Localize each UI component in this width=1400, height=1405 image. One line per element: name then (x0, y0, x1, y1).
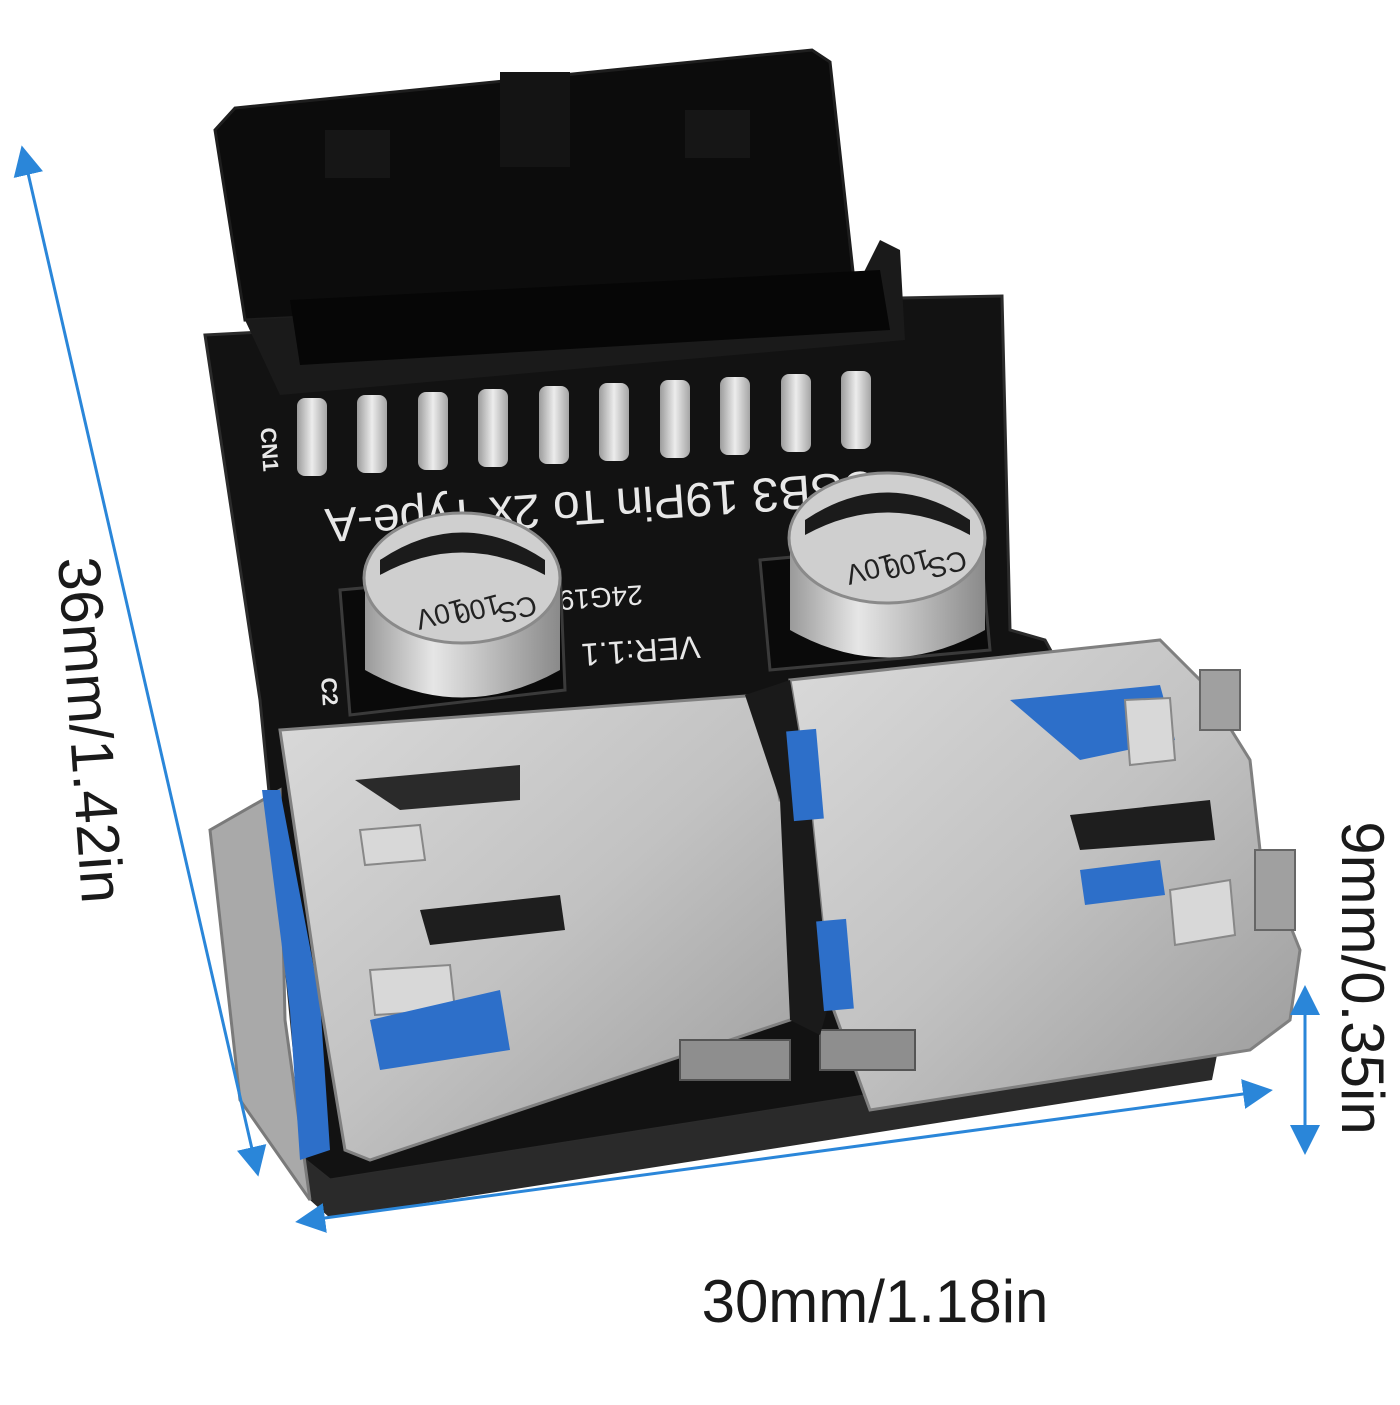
date-code-label: 24G19 (558, 579, 644, 616)
height-dimension-line (13, 145, 267, 1177)
header-key-notch (500, 72, 570, 167)
connector-designator-label: CN1 (255, 427, 283, 473)
capacitor-designator-label: C2 (316, 677, 343, 707)
usb-a-port-right (788, 638, 1302, 1112)
header-pins (297, 371, 871, 476)
width-dimension-label: 30mm/1.18in (701, 1268, 1049, 1335)
port-tab (819, 1029, 916, 1071)
pin (418, 392, 448, 470)
pin (297, 398, 327, 476)
version-label: VER:1.1 (580, 629, 701, 673)
pin (478, 389, 508, 467)
header-latch-right (685, 110, 750, 158)
pin (841, 371, 871, 449)
port-tab (1254, 849, 1296, 931)
header-latch-left (325, 130, 390, 178)
pin (539, 386, 569, 464)
depth-dimension-label: 9mm/0.35in (1329, 821, 1396, 1135)
port-tab (679, 1039, 791, 1081)
width-dimension-line (295, 1079, 1273, 1233)
pin (660, 380, 690, 458)
pin (357, 395, 387, 473)
pin (781, 374, 811, 452)
capacitor-right: CS 100 10V (787, 471, 987, 658)
usb3-19pin-header-connector (213, 48, 905, 395)
port-tab (1199, 669, 1241, 731)
pin (599, 383, 629, 461)
dimension-lines (13, 145, 1320, 1233)
pin (720, 377, 750, 455)
capacitor-left: CS 100 10V (362, 511, 562, 698)
